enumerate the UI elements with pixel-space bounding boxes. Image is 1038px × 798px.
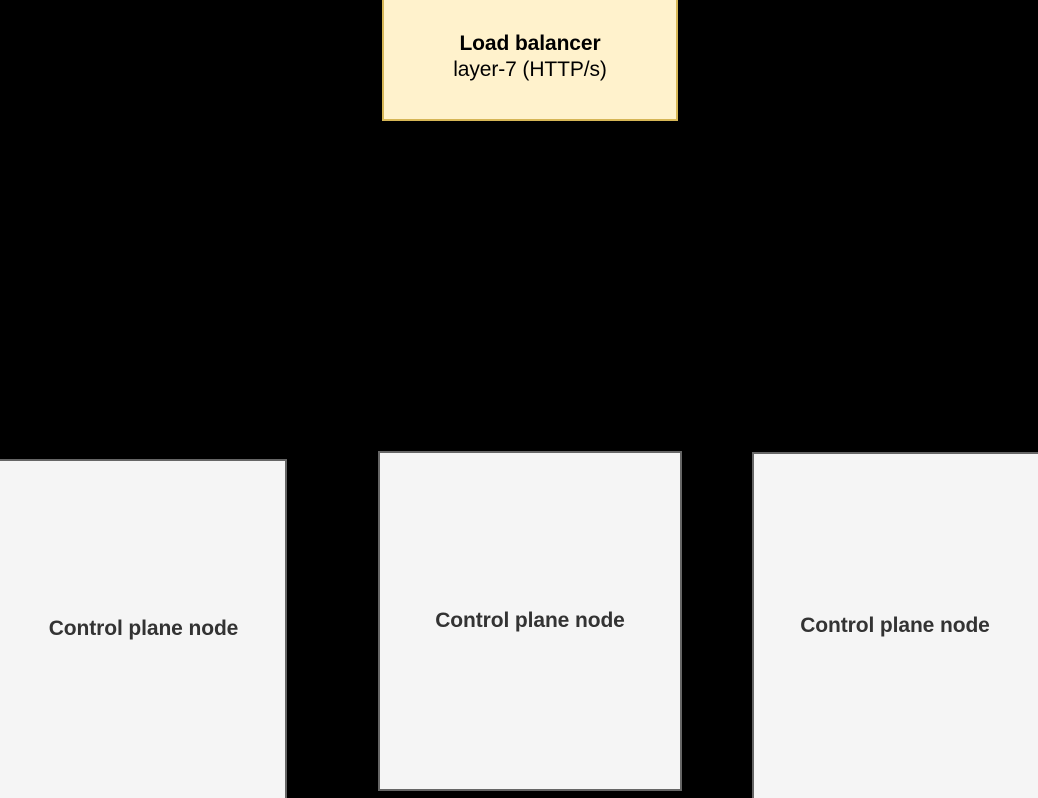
control-plane-node-3-label: Control plane node bbox=[800, 614, 990, 637]
control-plane-node-1-label: Control plane node bbox=[48, 617, 239, 640]
load-balancer-title: Load balancer bbox=[459, 31, 601, 55]
load-balancer-subtitle: layer-7 (HTTP/s) bbox=[453, 57, 607, 81]
control-plane-node-2[interactable]: Control plane node bbox=[378, 451, 682, 791]
control-plane-node-1[interactable]: Control plane node bbox=[0, 459, 287, 798]
control-plane-node-2-label: Control plane node bbox=[435, 609, 625, 632]
load-balancer-node[interactable]: Load balancer layer-7 (HTTP/s) bbox=[382, 0, 678, 121]
control-plane-node-3[interactable]: Control plane node bbox=[752, 452, 1038, 798]
